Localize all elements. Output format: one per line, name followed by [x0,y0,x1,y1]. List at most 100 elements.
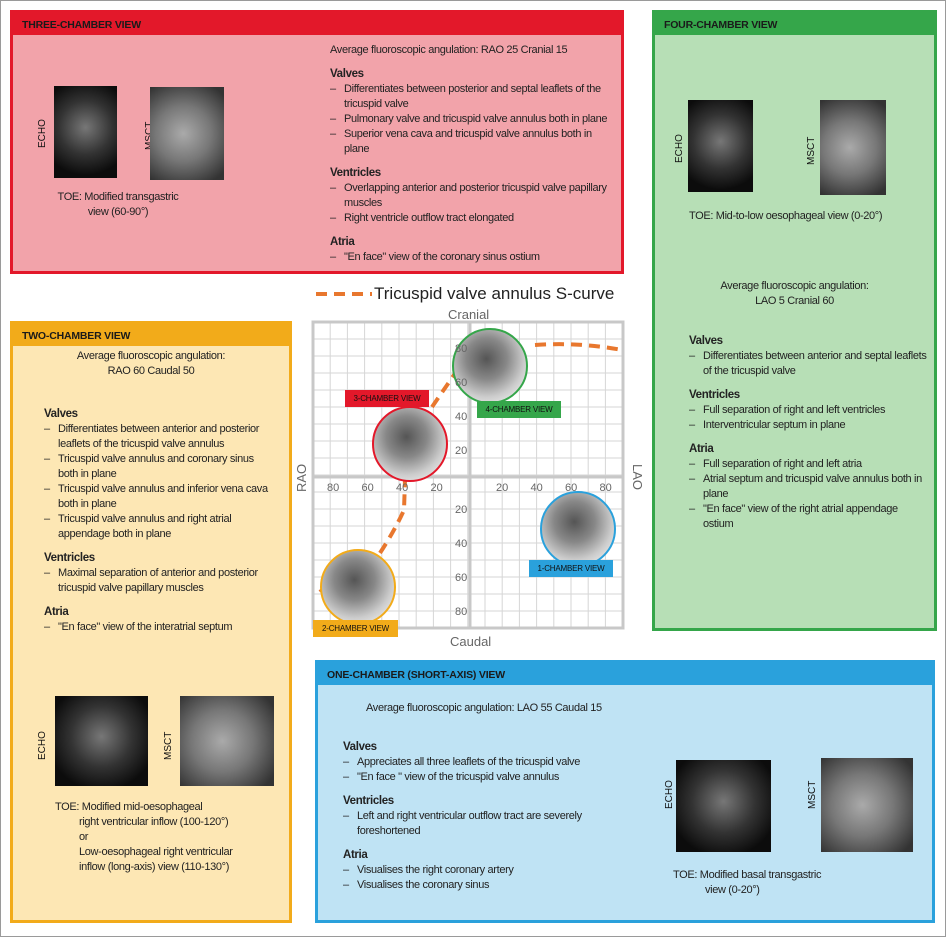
list-item: Full separation of right and left atria [689,457,929,472]
section-list: Differentiates between anterior and sept… [689,349,929,379]
one-chamber-panel: ONE-CHAMBER (SHORT-AXIS) VIEW Average fl… [315,660,935,923]
list-item: Differentiates between posterior and sep… [330,82,610,112]
angulation: Average fluoroscopic angulation: RAO 25 … [330,44,568,56]
toe-caption: TOE: Modified basal transgastric [673,869,822,881]
section-heading: Ventricles [330,167,381,179]
section-heading: Valves [343,741,377,753]
toe-caption-1: TOE: Modified mid-oesophageal [55,801,203,813]
one-chamber-label: 1-CHAMBER VIEW [529,560,613,577]
section-heading: Atria [44,606,69,618]
section-heading: Valves [330,68,364,80]
list-item: Tricuspid valve annulus and coronary sin… [44,452,274,482]
y-tick-cranial: 40 [455,411,468,423]
list-item: Tricuspid valve annulus and inferior ven… [44,482,274,512]
section-list: Full separation of right and left ventri… [689,403,929,433]
three-chamber-panel: THREE-CHAMBER VIEW ECHO MSCT TOE: Modifi… [10,10,624,274]
list-item: Visualises the coronary sinus [343,878,603,893]
toe-caption-or: or [79,831,89,843]
y-tick-caudal: 20 [455,504,468,516]
toe-caption: TOE: Modified transgastric [57,191,179,203]
section-list: "En face" view of the interatrial septum [44,620,274,635]
four-chamber-fluoro-image [452,328,528,404]
list-item: Superior vena cava and tricuspid valve a… [330,127,610,157]
list-item: Differentiates between anterior and sept… [689,349,929,379]
four-chamber-label: 4-CHAMBER VIEW [477,401,561,418]
section-list: Overlapping anterior and posterior tricu… [330,181,610,226]
panel-title: FOUR-CHAMBER VIEW [655,13,934,35]
section-heading: Atria [689,443,714,455]
angulation: Average fluoroscopic angulation: [720,280,869,292]
section-list: Appreciates all three leaflets of the tr… [343,755,603,785]
list-item: Left and right ventricular outflow tract… [343,809,603,839]
msct-image [821,758,913,852]
list-item: Full separation of right and left ventri… [689,403,929,418]
panel-title: ONE-CHAMBER (SHORT-AXIS) VIEW [318,663,932,685]
angulation-2: RAO 60 Caudal 50 [107,365,195,377]
legend-label: Tricuspid valve annulus S-curve [374,284,615,303]
echo-image [676,760,771,852]
msct-image [180,696,274,786]
section-heading: Atria [343,849,368,861]
x-tick-lao: 80 [599,482,612,494]
one-chamber-fluoro-image [540,491,616,567]
section-list: Differentiates between posterior and sep… [330,82,610,157]
list-item: "En face" view of the right atrial appen… [689,502,929,532]
echo-image [688,100,753,192]
list-item: Overlapping anterior and posterior tricu… [330,181,610,211]
y-tick-cranial: 20 [455,445,468,457]
list-item: "En face " view of the tricuspid valve a… [343,770,603,785]
section-list: Visualises the right coronary arteryVisu… [343,863,603,893]
four-chamber-panel: FOUR-CHAMBER VIEW ECHO MSCT TOE: Mid-to-… [652,10,937,631]
toe-caption-4: inflow (long-axis) view (110-130°) [79,861,230,873]
section-heading: Ventricles [689,389,740,401]
angulation-2: LAO 5 Cranial 60 [755,295,834,307]
toe-caption-2: right ventricular inflow (100-120°) [79,816,229,828]
list-item: Appreciates all three leaflets of the tr… [343,755,603,770]
angulation: Average fluoroscopic angulation: LAO 55 … [366,702,602,714]
echo-image [54,86,117,178]
section-list: Left and right ventricular outflow tract… [343,809,603,839]
msct-image [150,87,224,180]
axis-cranial: Cranial [448,307,490,322]
two-chamber-label: 2-CHAMBER VIEW [313,620,398,637]
three-chamber-fluoro-image [372,406,448,482]
list-item: Pulmonary valve and tricuspid valve annu… [330,112,610,127]
x-tick-rao: 20 [430,482,443,494]
x-tick-rao: 80 [327,482,340,494]
toe-caption: TOE: Mid-to-low oesophageal view (0-20°) [689,210,883,222]
toe-caption-3: Low-oesophageal right ventricular [79,846,233,858]
x-tick-lao: 40 [530,482,543,494]
msct-image [820,100,886,195]
list-item: Right ventricle outflow tract elongated [330,211,610,226]
section-list: Full separation of right and left atriaA… [689,457,929,532]
x-tick-rao: 40 [396,482,409,494]
panel-title: TWO-CHAMBER VIEW [13,324,289,346]
section-heading: Valves [44,408,78,420]
y-tick-caudal: 60 [455,572,468,584]
list-item: "En face" view of the coronary sinus ost… [330,250,610,265]
list-item: Interventricular septum in plane [689,418,929,433]
list-item: Tricuspid valve annulus and right atrial… [44,512,274,542]
list-item: Atrial septum and tricuspid valve annulu… [689,472,929,502]
axis-rao: RAO [294,463,309,492]
section-heading: Ventricles [343,795,394,807]
axis-caudal: Caudal [450,634,492,649]
x-tick-lao: 20 [496,482,509,494]
two-chamber-fluoro-image [320,549,396,625]
y-tick-caudal: 80 [455,606,468,618]
section-heading: Valves [689,335,723,347]
x-tick-rao: 60 [361,482,374,494]
three-chamber-label: 3-CHAMBER VIEW [345,390,429,407]
section-heading: Ventricles [44,552,95,564]
x-tick-lao: 60 [565,482,578,494]
toe-caption-2: view (60-90°) [87,206,149,218]
y-tick-cranial: 80 [455,343,468,355]
section-heading: Atria [330,236,355,248]
list-item: "En face" view of the interatrial septum [44,620,274,635]
y-tick-cranial: 60 [455,377,468,389]
section-list: "En face" view of the coronary sinus ost… [330,250,610,265]
section-list: Maximal separation of anterior and poste… [44,566,274,596]
toe-caption-2: view (0-20°) [705,884,760,896]
section-list: Differentiates between anterior and post… [44,422,274,542]
